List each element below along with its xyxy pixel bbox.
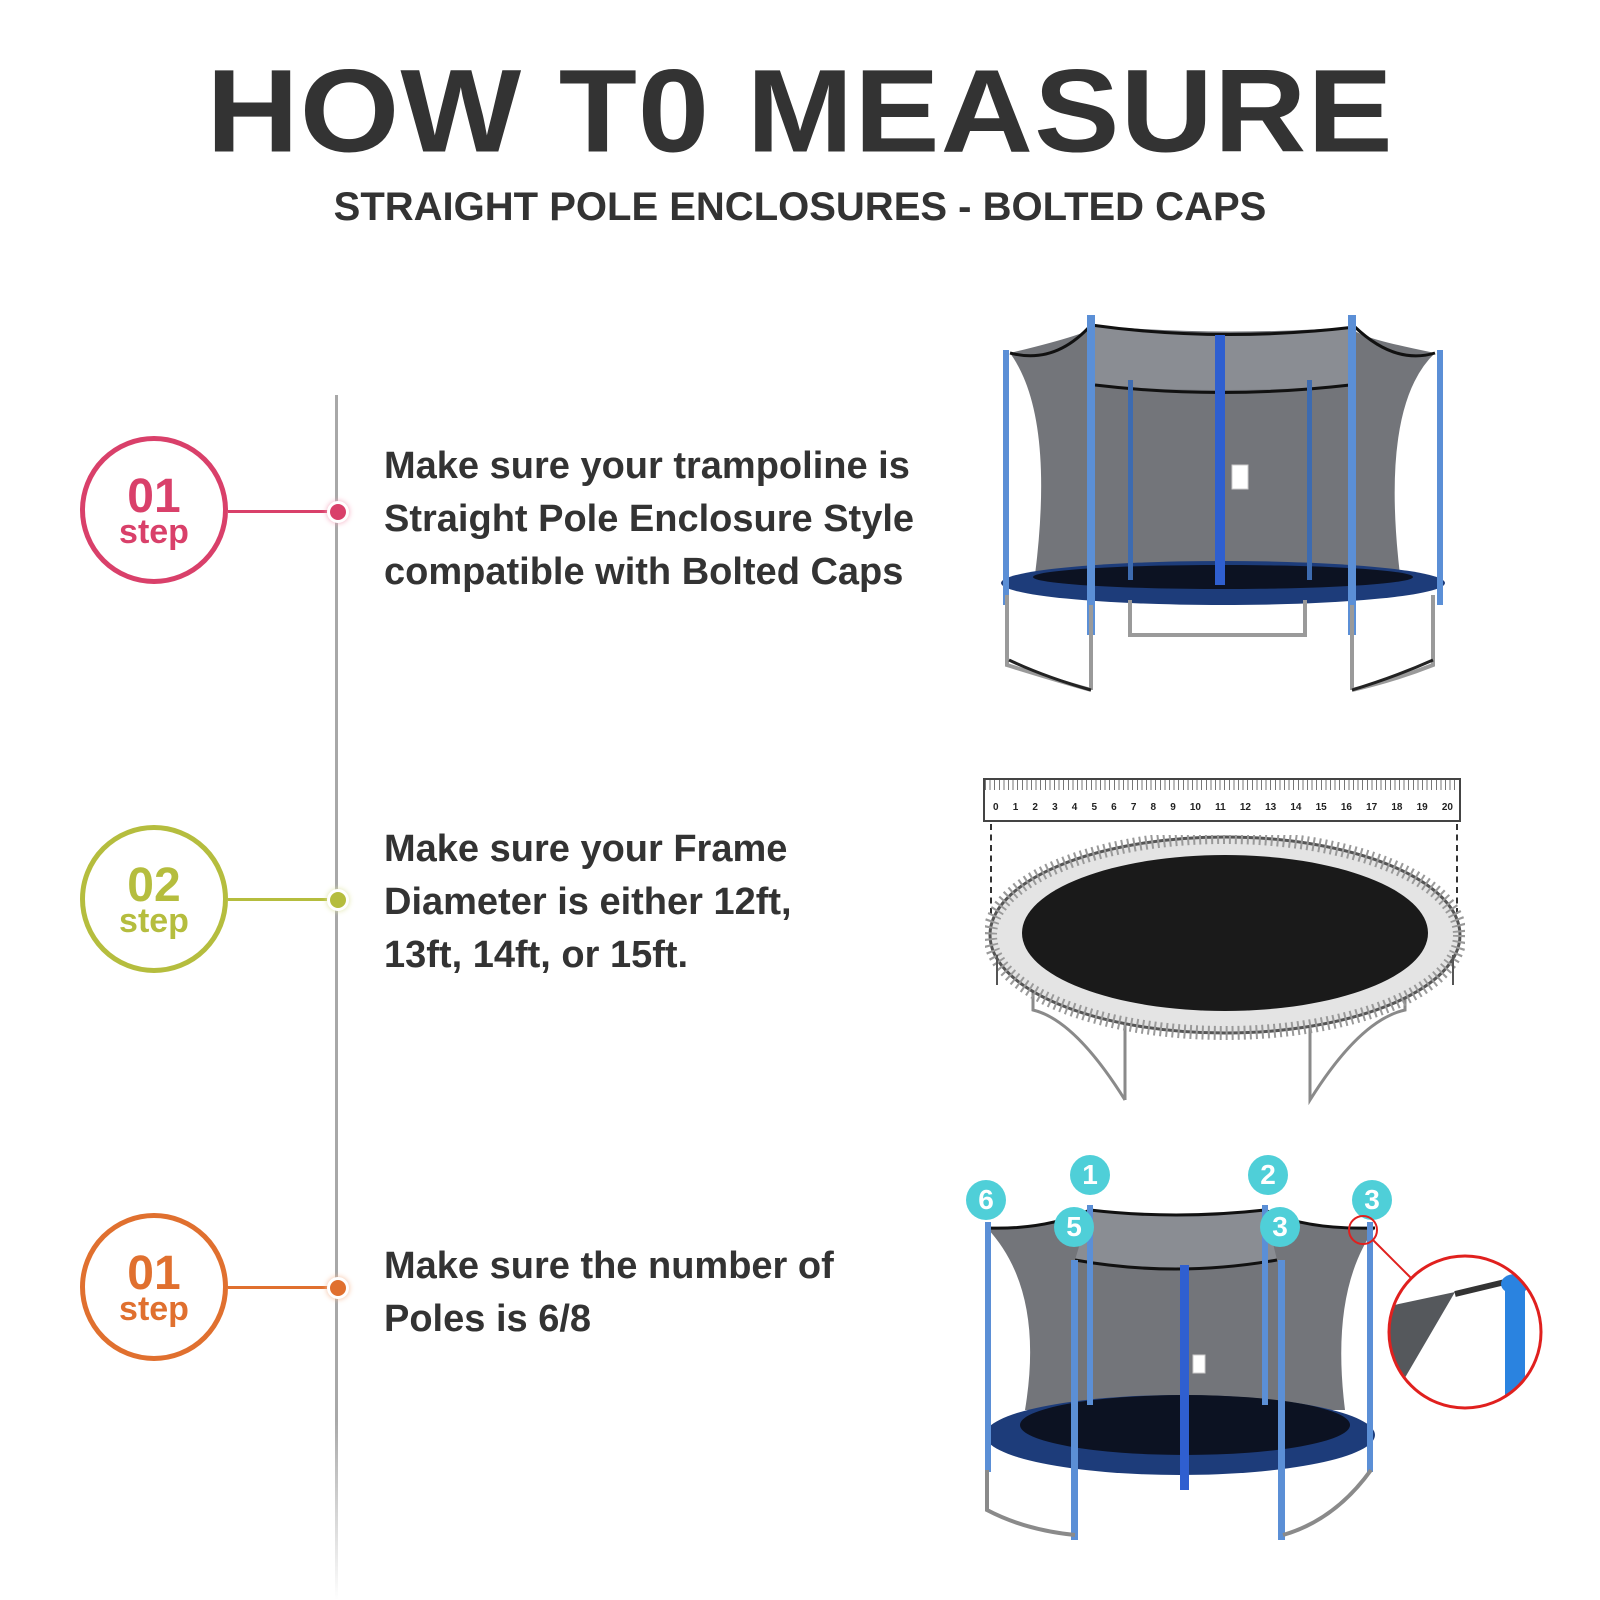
step-2-connector (228, 898, 334, 901)
step-2-label: step (119, 902, 189, 940)
step-1-number: 01 (127, 470, 181, 523)
timeline-line (335, 395, 338, 1600)
pole-badge-3: 3 (1260, 1207, 1300, 1247)
step-3-connector (228, 1286, 334, 1289)
step-2-circle: 02 step (80, 825, 228, 973)
trampoline-frame-image (985, 835, 1465, 1105)
pole-badge-1: 1 (1070, 1155, 1110, 1195)
step-3-label: step (119, 1290, 189, 1328)
step-2-number: 02 (127, 859, 181, 912)
trampoline-poles-image (985, 1205, 1376, 1540)
ruler-right-guide (1456, 824, 1458, 914)
step-3-description: Make sure the number of Poles is 6/8 (384, 1245, 834, 1340)
step-3-circle: 01 step (80, 1213, 228, 1361)
ruler-left-guide (990, 824, 992, 914)
pole-badge-3-outer: 3 (1352, 1180, 1392, 1220)
step-1-label: step (119, 513, 189, 551)
step-3-number: 01 (127, 1247, 181, 1300)
step-2-description: Make sure your Frame Diameter is either … (384, 828, 792, 976)
bolted-cap-detail-callout (1348, 1215, 1543, 1410)
step-3-dot (327, 1277, 349, 1299)
step-1-dot (327, 501, 349, 523)
page-subtitle: STRAIGHT POLE ENCLOSURES - BOLTED CAPS (333, 185, 1267, 229)
page-title: HOW T0 MEASURE (206, 45, 1394, 178)
pole-badge-2: 2 (1248, 1155, 1288, 1195)
step-1-connector (228, 510, 334, 513)
pole-badge-5: 5 (1054, 1207, 1094, 1247)
step-1-circle: 01 step (80, 436, 228, 584)
trampoline-enclosure-image (1001, 315, 1445, 692)
step-2-dot (327, 889, 349, 911)
step-1-description: Make sure your trampoline is Straight Po… (384, 445, 915, 593)
pole-badge-6: 6 (966, 1180, 1006, 1220)
